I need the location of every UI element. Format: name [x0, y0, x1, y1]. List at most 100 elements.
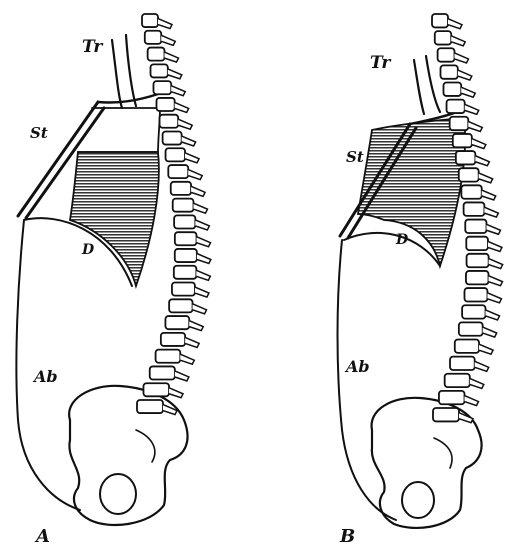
vertebra [150, 366, 175, 379]
spinous-process [164, 52, 178, 62]
label-trachea: Tr [82, 37, 103, 57]
vertebra [143, 383, 169, 396]
spinous-process [195, 287, 209, 297]
thoracic-cavity [358, 118, 465, 266]
vertebra [169, 299, 192, 312]
vertebra [439, 391, 465, 404]
spinous-process [197, 253, 211, 263]
spinous-process [191, 186, 205, 196]
vertebra [174, 215, 195, 228]
vertebra [148, 48, 165, 61]
thoracic-cavity [70, 152, 159, 286]
spinous-process [161, 35, 175, 45]
spinous-process [479, 173, 493, 183]
vertebra [464, 202, 485, 215]
vertebra [173, 199, 194, 212]
vertebra [453, 134, 472, 147]
spinous-process [482, 190, 496, 200]
spinous-process [193, 304, 207, 314]
spinous-process [196, 270, 210, 280]
spinous-process [486, 310, 500, 320]
trachea [414, 56, 440, 114]
spinous-process [182, 136, 196, 146]
vertebra [450, 117, 469, 130]
spinous-process [175, 102, 189, 112]
label-diaphragm: D [395, 232, 409, 248]
spinous-process [465, 104, 479, 114]
vertebra [165, 316, 189, 329]
spinous-process [472, 139, 486, 149]
spinous-process [483, 327, 497, 337]
vertebra [435, 31, 451, 44]
spinous-process [175, 371, 189, 381]
spinous-process [468, 121, 482, 131]
vertebra [168, 165, 188, 178]
spinous-process [171, 86, 185, 96]
label-abdomen: Ab [344, 357, 370, 376]
abdomen-wall [16, 218, 132, 510]
vertebra [445, 374, 470, 387]
vertebra [450, 357, 475, 370]
spinous-process [168, 69, 182, 79]
vertebra [440, 65, 457, 78]
panel-a: Tr St D Ab A [16, 14, 210, 547]
spinous-process [448, 19, 462, 29]
spinous-process [488, 276, 502, 286]
label-diaphragm: D [81, 242, 95, 258]
vertebra [447, 100, 465, 113]
vertebra [156, 98, 174, 111]
vertebra [161, 333, 185, 346]
vertebra [438, 48, 455, 61]
spinous-process [487, 293, 501, 303]
panel-label-a: A [34, 526, 50, 547]
vertebra [433, 408, 459, 421]
spinous-process [180, 354, 194, 364]
spinous-process [484, 207, 498, 217]
vertebra [156, 350, 181, 363]
vertebra [465, 220, 486, 233]
vertebra [174, 266, 197, 279]
vertebra [466, 237, 488, 250]
spinous-process [475, 361, 489, 371]
label-trachea: Tr [370, 53, 391, 73]
trachea [112, 35, 136, 108]
vertebra [459, 168, 479, 181]
vertebra [175, 232, 197, 245]
spinous-process [197, 237, 211, 247]
vertebra [166, 148, 185, 161]
spinous-process [470, 378, 484, 388]
label-sternum: St [30, 124, 48, 142]
spinous-process [451, 36, 465, 46]
vertebra [467, 254, 489, 267]
vertebra [137, 400, 163, 413]
label-abdomen: Ab [32, 367, 58, 386]
spinous-process [488, 241, 502, 251]
spinous-process [185, 337, 199, 347]
vertebra [456, 151, 475, 164]
spinous-process [475, 156, 489, 166]
spinous-process [158, 19, 172, 29]
spinous-process [486, 224, 500, 234]
vertebra [160, 115, 179, 128]
vertebra [145, 31, 161, 44]
vertebra [461, 185, 481, 198]
vertebra [455, 339, 479, 352]
vertebra [153, 81, 171, 94]
spinous-process [189, 321, 203, 331]
spinous-process [454, 53, 468, 63]
vertebra [443, 83, 461, 96]
vertebra [459, 322, 483, 335]
panel-label-b: B [339, 526, 355, 547]
vertebra [163, 131, 182, 144]
spinous-process [188, 170, 202, 180]
spinous-process [464, 396, 478, 406]
spinous-process [479, 344, 493, 354]
abdomen-wall [338, 233, 441, 520]
spinous-process [489, 259, 503, 269]
vertebra [175, 249, 197, 262]
vertebra [151, 64, 168, 77]
vertebra [142, 14, 158, 27]
panel-b: Tr St D Ab B [338, 14, 503, 547]
spinous-process [458, 70, 472, 80]
